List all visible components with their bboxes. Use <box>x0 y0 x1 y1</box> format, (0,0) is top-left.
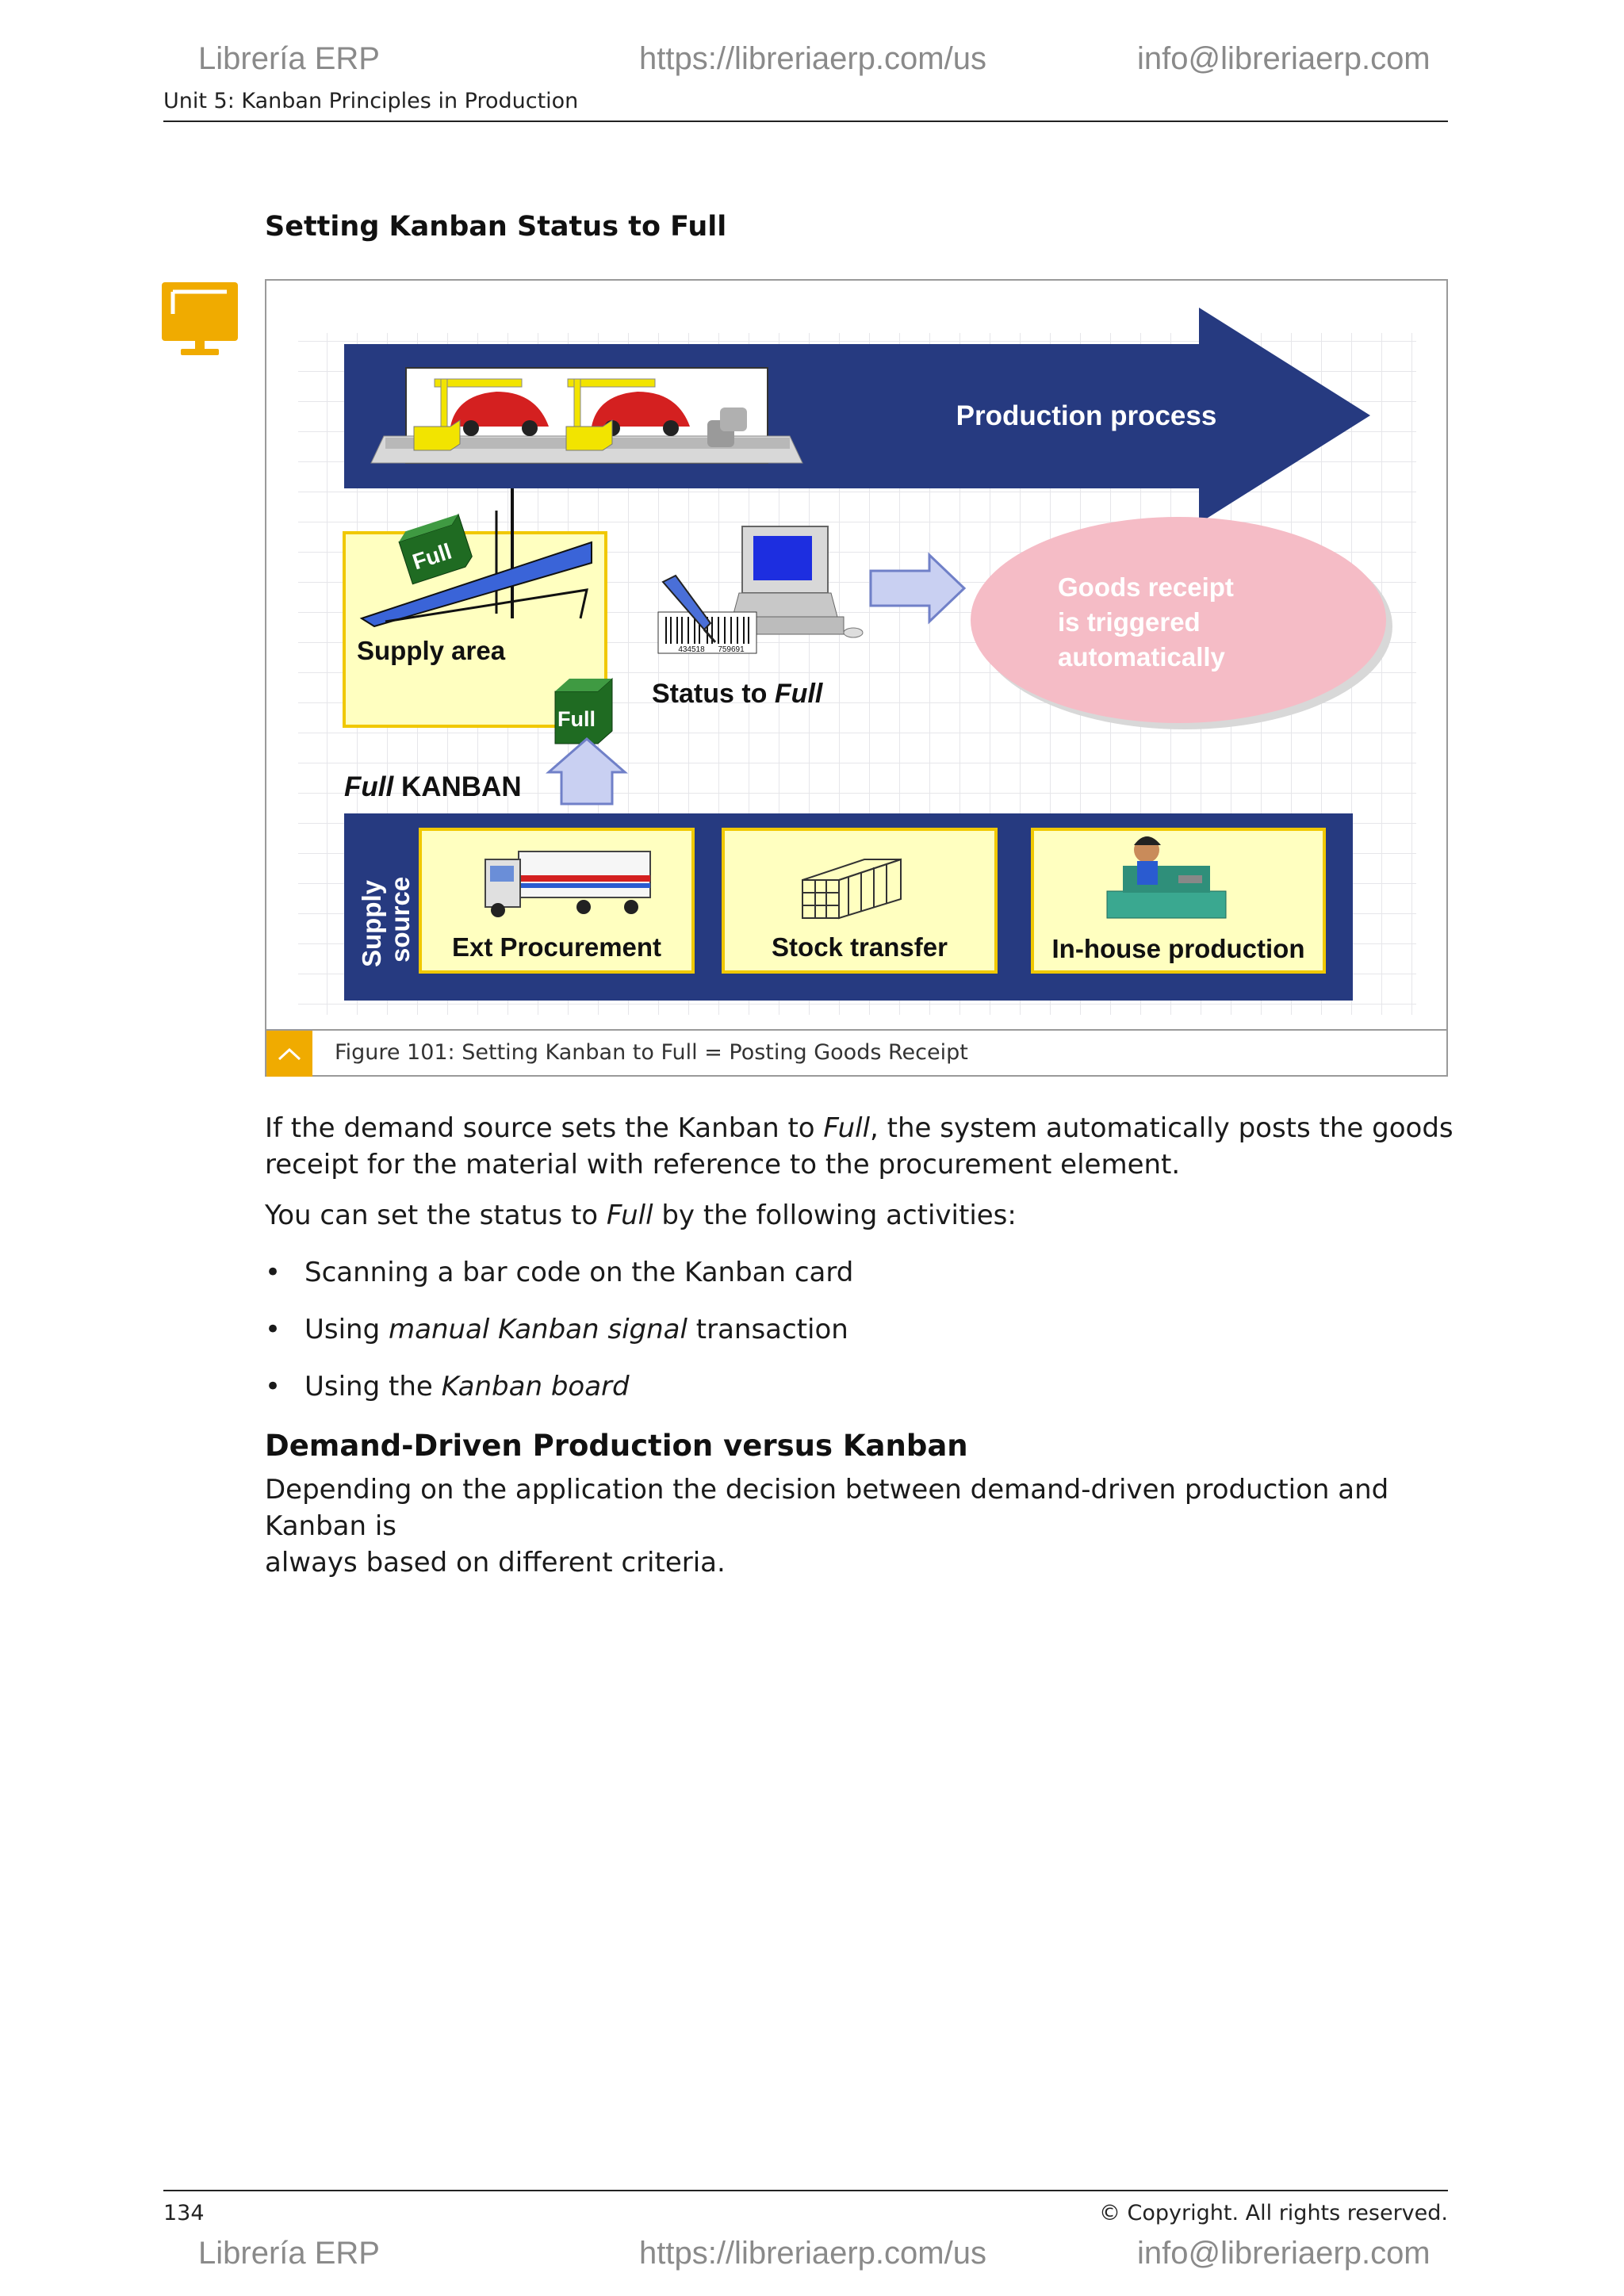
list-item: •Scanning a bar code on the Kanban card <box>265 1257 854 1288</box>
chevron-up-icon <box>278 1047 301 1061</box>
barcode-number-right: 759691 <box>718 645 745 654</box>
paragraph-2: You can set the status to Full by the fo… <box>265 1200 1017 1231</box>
supply-source-line2: source <box>385 877 415 962</box>
barcode-number-left: 434518 <box>678 645 705 654</box>
worker-icon <box>1106 836 1227 919</box>
list-item: •Using the Kanban board <box>265 1371 630 1402</box>
goods-receipt-ellipse <box>971 517 1386 723</box>
figure-frame: Production process <box>265 279 1448 1077</box>
production-process-label: Production process <box>956 400 1217 431</box>
kanban-diagram: Production process <box>298 308 1416 1015</box>
unit-title: Unit 5: Kanban Principles in Production <box>163 89 579 113</box>
page-number: 134 <box>163 2201 205 2225</box>
footer-url[interactable]: https://libreriaerp.com/us <box>639 2236 986 2271</box>
stock-transfer-label: Stock transfer <box>772 932 948 962</box>
truck-icon <box>485 851 651 917</box>
up-arrow <box>546 737 628 806</box>
paragraph-3: Depending on the application the decisio… <box>265 1474 1389 1578</box>
inhouse-production-label: In-house production <box>1052 934 1305 963</box>
section-title: Setting Kanban Status to Full <box>265 211 727 243</box>
paragraph-1-line1: If the demand source sets the Kanban to … <box>265 1112 1454 1144</box>
ext-procurement-label: Ext Procurement <box>452 932 661 962</box>
header-url[interactable]: https://libreriaerp.com/us <box>639 41 986 76</box>
footer-email[interactable]: info@libreriaerp.com <box>1137 2236 1431 2271</box>
barcode-icon: 434518 759691 <box>657 574 757 654</box>
list-item: •Using manual Kanban signal transaction <box>265 1314 848 1345</box>
collapse-figure-button[interactable] <box>266 1031 312 1077</box>
copyright: © Copyright. All rights reserved. <box>1098 2201 1448 2225</box>
supply-source-line1: Supply <box>357 879 386 967</box>
footer-brand: Librería ERP <box>198 2236 380 2271</box>
header-rule <box>163 121 1448 122</box>
computer-icon <box>726 526 864 638</box>
shelf-icon: Full <box>359 488 592 628</box>
storage-racks-icon <box>802 858 902 920</box>
figure-caption: Figure 101: Setting Kanban to Full = Pos… <box>335 1040 968 1065</box>
header-brand: Librería ERP <box>198 41 380 76</box>
stock-transfer-box <box>722 828 998 974</box>
kanban-full-label: Full <box>557 707 596 731</box>
monitor-icon <box>162 282 238 358</box>
paragraph-1: If the demand source sets the Kanban to … <box>265 1110 1454 1183</box>
full-kanban-card: Full <box>554 677 613 744</box>
goods-receipt-line2: is triggered <box>1058 607 1201 637</box>
figure-caption-bar: Figure 101: Setting Kanban to Full = Pos… <box>266 1029 1446 1077</box>
production-process-arrow <box>344 308 1370 523</box>
paragraph-1-line2: receipt for the material with reference … <box>265 1149 1181 1181</box>
footer-rule <box>163 2190 1448 2191</box>
supply-area-label: Supply area <box>357 636 506 665</box>
full-kanban-label: Full KANBAN <box>344 771 522 802</box>
right-arrow <box>869 552 967 625</box>
header-email[interactable]: info@libreriaerp.com <box>1137 41 1431 76</box>
goods-receipt-line1: Goods receipt <box>1058 572 1234 602</box>
goods-receipt-line3: automatically <box>1058 642 1226 672</box>
status-to-full-label: Status to Full <box>652 679 824 709</box>
production-line-icon <box>370 367 803 464</box>
section-heading-demand-driven: Demand-Driven Production versus Kanban <box>265 1429 968 1463</box>
